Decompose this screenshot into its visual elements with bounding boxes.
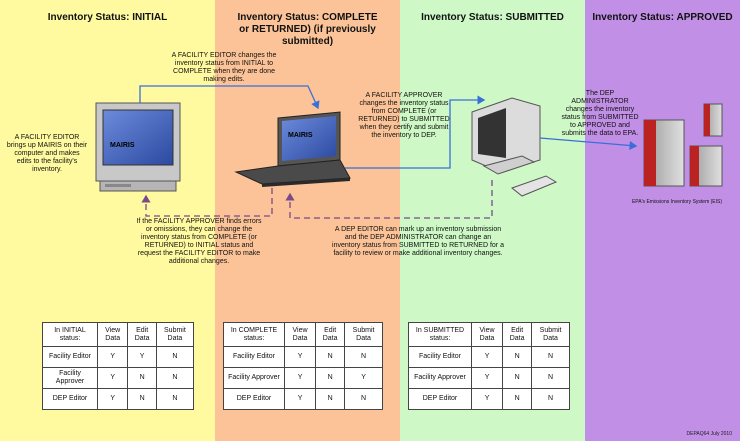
arrow-initial-to-complete xyxy=(139,85,320,110)
table-cell: N xyxy=(531,388,570,410)
table-role-cell: DEP Editor xyxy=(42,388,98,410)
table-header-row: In INITIAL status: View Data Edit Data S… xyxy=(42,322,195,347)
table-row: DEP Editor Y N N xyxy=(223,388,383,410)
table-col-edit: Edit Data xyxy=(315,322,346,347)
desktop-mairis-label: MAIRIS xyxy=(110,142,135,149)
table-cell: N xyxy=(344,388,383,410)
arrow-complete-to-submitted xyxy=(345,95,486,169)
table-cell: Y xyxy=(96,388,129,410)
table-row: Facility Editor Y N N xyxy=(408,346,570,368)
table-cell: N xyxy=(315,346,346,368)
table-cell: Y xyxy=(96,346,129,368)
table-role-cell: Facility Approver xyxy=(408,367,472,389)
note-eis: EPA's Emissions Inventory System (EIS) xyxy=(631,199,723,205)
table-role-cell: Facility Approver xyxy=(223,367,285,389)
table-cell: N xyxy=(127,388,157,410)
table-cell: N xyxy=(502,367,533,389)
laptop-computer-icon xyxy=(234,111,351,187)
table-cell: N xyxy=(344,346,383,368)
arrow-complete-to-initial xyxy=(141,188,273,217)
table-role-cell: Facility Approver xyxy=(42,367,98,389)
table-cell: Y xyxy=(127,346,157,368)
table-row: Facility Approver Y N N xyxy=(408,367,570,389)
header-initial: Inventory Status: INITIAL xyxy=(47,12,168,23)
table-cell: N xyxy=(502,388,533,410)
table-cell: N xyxy=(155,388,195,410)
table-cell: Y xyxy=(470,346,504,368)
table-cell: N xyxy=(155,346,195,368)
table-cell: N xyxy=(315,367,346,389)
table-header-row: In SUBMITTED status: View Data Edit Data… xyxy=(408,322,570,347)
table-cell: Y xyxy=(470,388,504,410)
desktop-computer-icon xyxy=(95,102,181,192)
permissions-table-initial: In INITIAL status: View Data Edit Data S… xyxy=(42,322,195,410)
table-cell: Y xyxy=(283,367,317,389)
table-col-edit: Edit Data xyxy=(502,322,533,347)
header-submitted: Inventory Status: SUBMITTED xyxy=(421,12,564,23)
table-cell: N xyxy=(531,367,570,389)
table-row: Facility Approver Y N Y xyxy=(223,367,383,389)
table-cell: N xyxy=(155,367,195,389)
table-role-cell: Facility Editor xyxy=(408,346,472,368)
footer-reference: DEPAQ64 July 2010 xyxy=(686,431,733,437)
arrow-submitted-to-returned xyxy=(285,180,493,219)
table-col-submit: Submit Data xyxy=(344,322,383,347)
note-editor-brings-up: A FACILITY EDITOR brings up MAIRIS on th… xyxy=(6,134,88,173)
table-cell: Y xyxy=(283,388,317,410)
note-editor-changes: A FACILITY EDITOR changes the inventory … xyxy=(171,52,277,83)
table-cell: N xyxy=(127,367,157,389)
crt-computer-icon xyxy=(471,97,558,197)
table-col-view: View Data xyxy=(96,322,129,347)
table-cell: Y xyxy=(470,367,504,389)
laptop-mairis-label: MAIRIS xyxy=(288,132,313,139)
table-header-row: In COMPLETE status: View Data Edit Data … xyxy=(223,322,383,347)
table-role-cell: DEP Editor xyxy=(223,388,285,410)
table-cell: Y xyxy=(344,367,383,389)
table-status-cell: In INITIAL status: xyxy=(42,322,98,347)
table-status-cell: In COMPLETE status: xyxy=(223,322,285,347)
table-role-cell: Facility Editor xyxy=(223,346,285,368)
table-row: DEP Editor Y N N xyxy=(408,388,570,410)
arrow-submitted-to-approved xyxy=(539,137,638,150)
server-rack-icon xyxy=(643,103,723,187)
note-approver-finds: If the FACILITY APPROVER finds errors or… xyxy=(136,218,262,265)
permissions-table-complete: In COMPLETE status: View Data Edit Data … xyxy=(223,322,383,410)
table-cell: N xyxy=(502,346,533,368)
note-dep-administrator: The DEP ADMINISTRATOR changes the invent… xyxy=(561,90,639,137)
table-col-submit: Submit Data xyxy=(155,322,195,347)
header-complete: Inventory Status: COMPLETE or RETURNED) … xyxy=(215,12,400,48)
table-row: DEP Editor Y N N xyxy=(42,388,195,410)
permissions-table-submitted: In SUBMITTED status: View Data Edit Data… xyxy=(408,322,570,410)
table-cell: N xyxy=(531,346,570,368)
table-row: Facility Editor Y Y N xyxy=(42,346,195,368)
table-row: Facility Approver Y N N xyxy=(42,367,195,389)
note-approver-changes: A FACILITY APPROVER changes the inventor… xyxy=(358,92,450,139)
table-col-submit: Submit Data xyxy=(531,322,570,347)
header-complete-line2: or RETURNED) (if previously submitted) xyxy=(239,24,376,47)
table-role-cell: Facility Editor xyxy=(42,346,98,368)
approved-status-column xyxy=(585,0,740,441)
table-status-cell: In SUBMITTED status: xyxy=(408,322,472,347)
table-cell: Y xyxy=(283,346,317,368)
table-col-view: View Data xyxy=(470,322,504,347)
table-row: Facility Editor Y N N xyxy=(223,346,383,368)
table-cell: N xyxy=(315,388,346,410)
table-col-view: View Data xyxy=(283,322,317,347)
header-approved: Inventory Status: APPROVED xyxy=(592,12,733,23)
table-col-edit: Edit Data xyxy=(127,322,157,347)
note-dep-editor: A DEP EDITOR can mark up an inventory su… xyxy=(332,226,504,257)
header-complete-line1: Inventory Status: COMPLETE xyxy=(237,12,378,23)
table-role-cell: DEP Editor xyxy=(408,388,472,410)
table-cell: Y xyxy=(96,367,129,389)
